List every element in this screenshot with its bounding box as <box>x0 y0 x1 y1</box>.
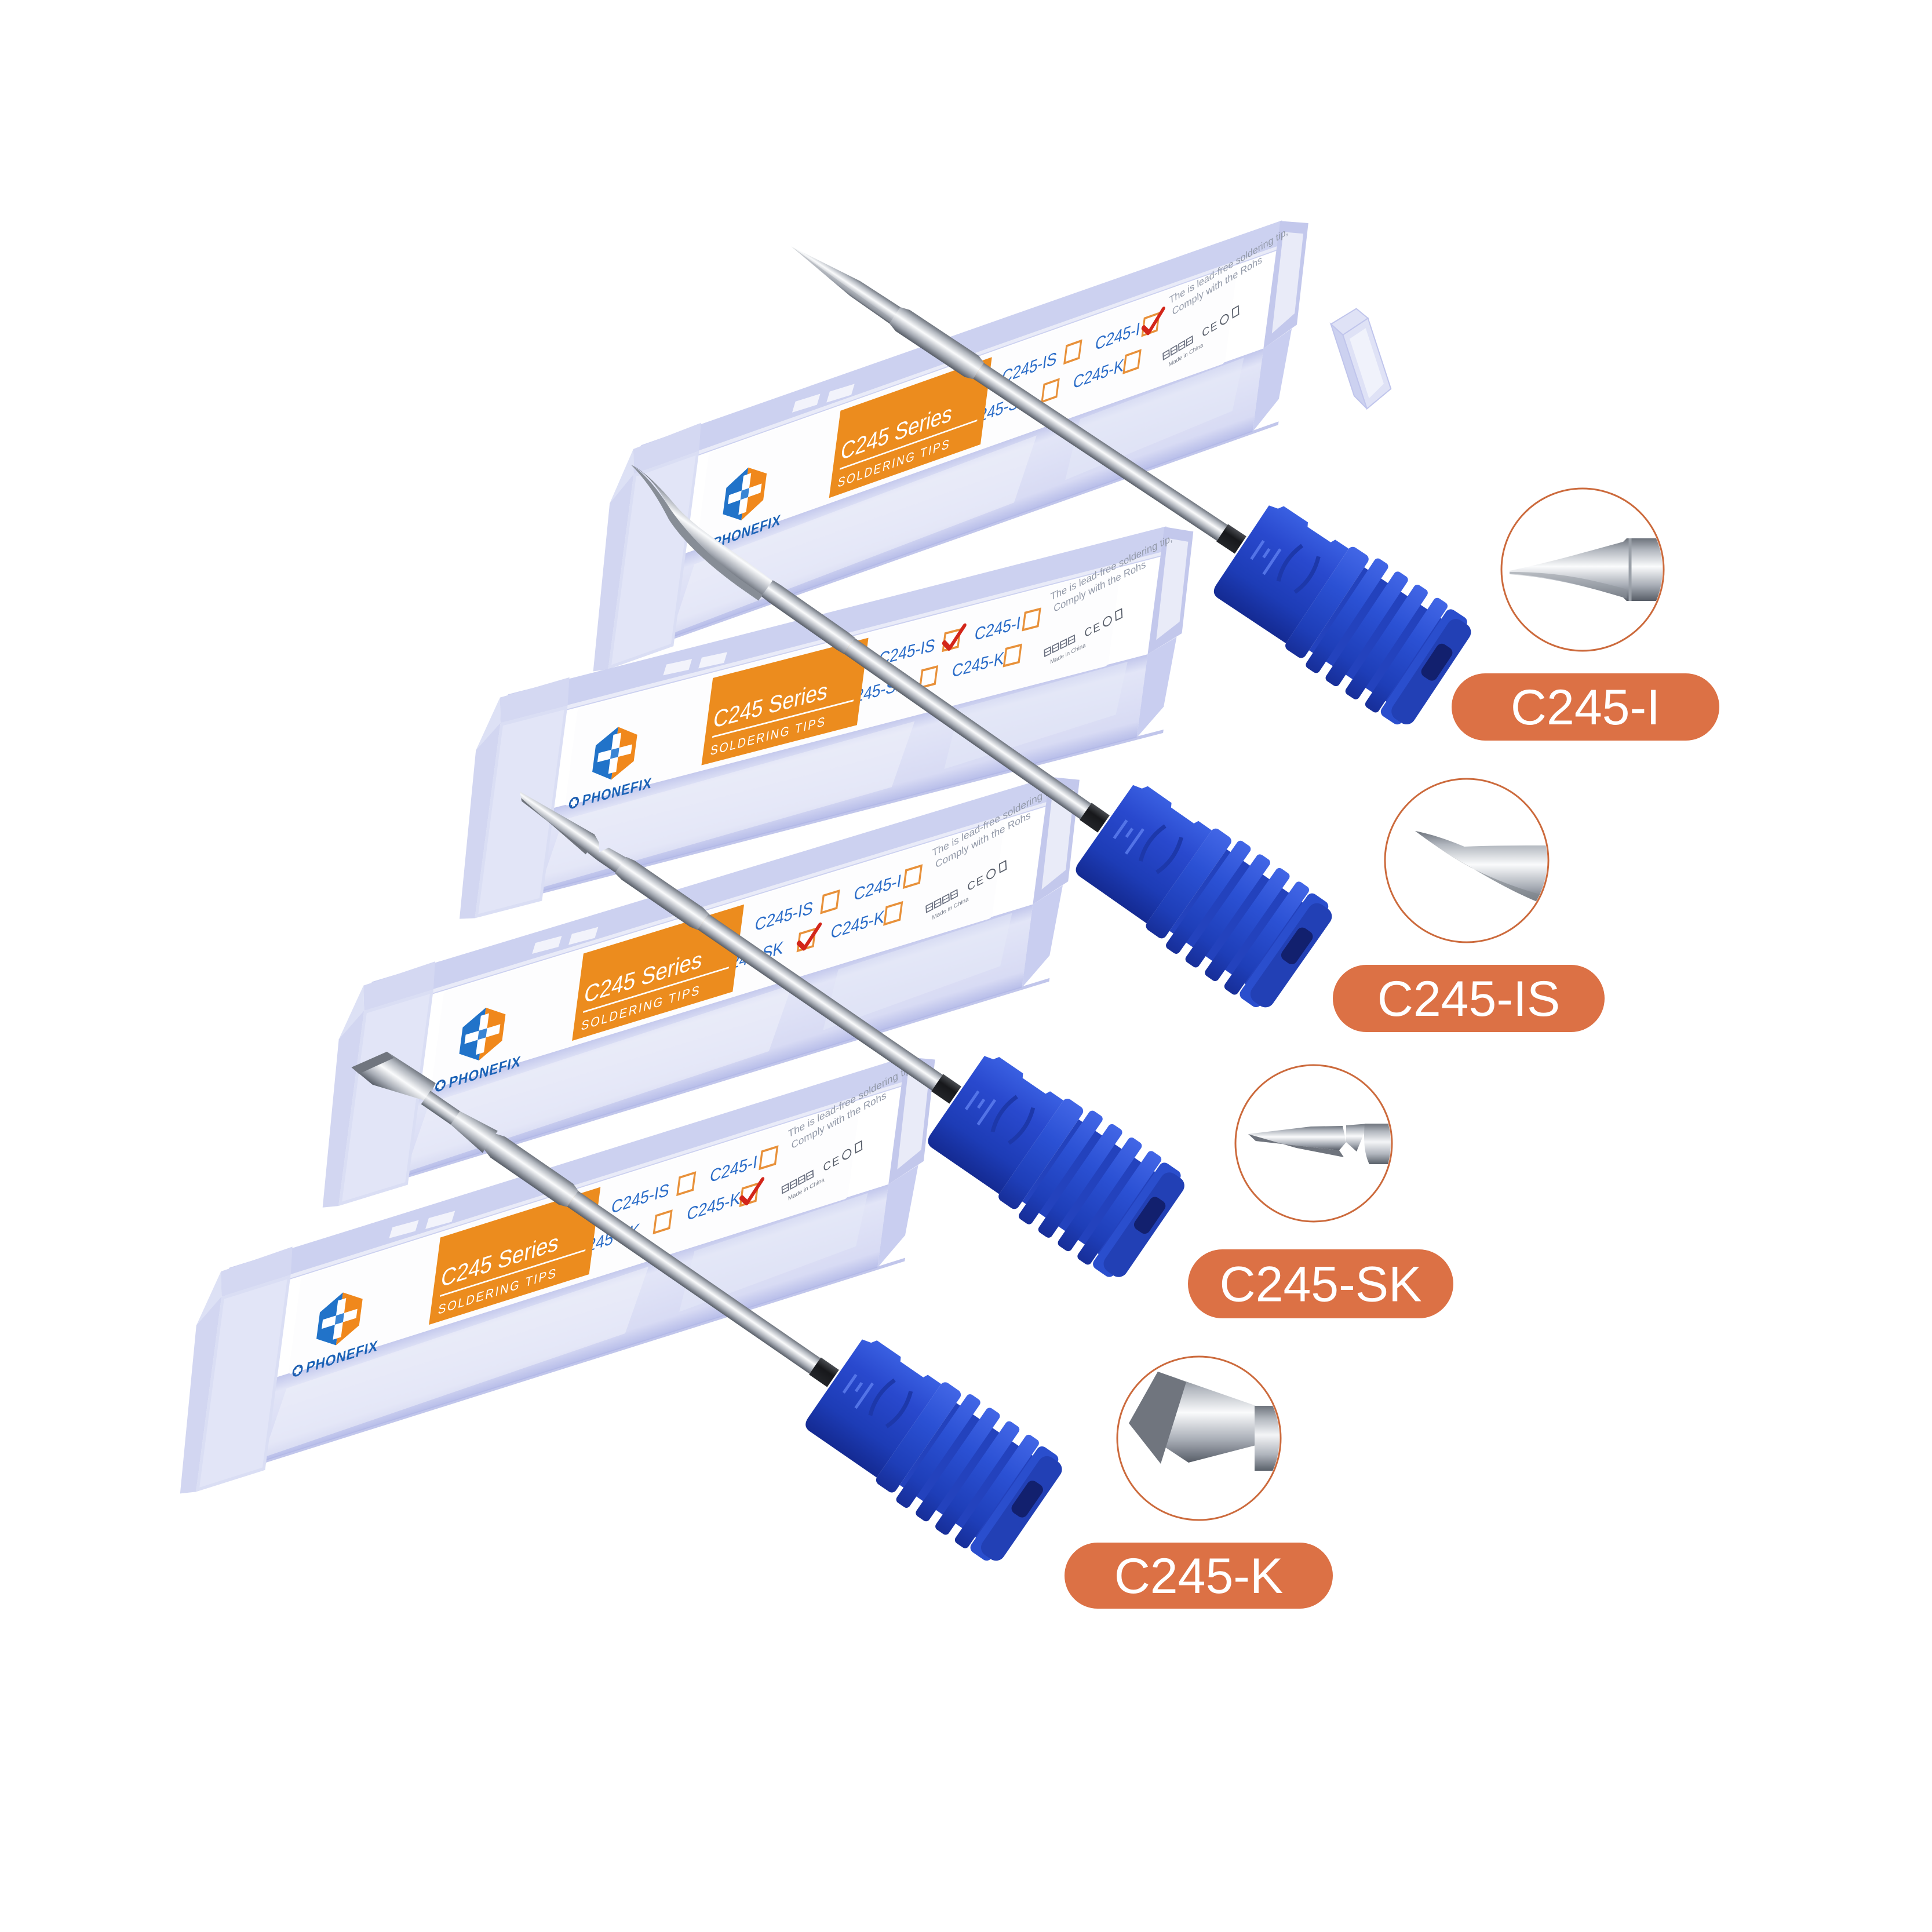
svg-text:C245-I: C245-I <box>1511 680 1660 735</box>
svg-text:C245-SK: C245-SK <box>1220 1257 1422 1313</box>
svg-text:C245-IS: C245-IS <box>1377 971 1561 1027</box>
svg-text:C245-K: C245-K <box>1114 1548 1284 1604</box>
